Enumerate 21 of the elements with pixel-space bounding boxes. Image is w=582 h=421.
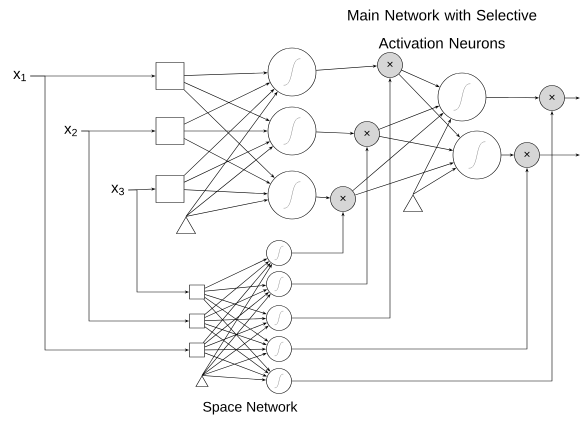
neuron-circle — [438, 72, 486, 122]
neuron-circle — [268, 170, 316, 220]
neuron-circle — [266, 368, 292, 394]
input-label: x$_{1}$ — [13, 70, 26, 82]
neuron-circle — [266, 271, 292, 297]
input-box — [156, 117, 184, 145]
network-label: Space Network — [203, 401, 298, 414]
neuron-circle — [268, 48, 316, 96]
input-box — [189, 314, 205, 328]
input-label: x$_{3}$ — [111, 184, 124, 196]
input-box — [156, 175, 184, 203]
neuron-circle — [266, 305, 292, 331]
neuron-circle — [268, 106, 316, 156]
input-box — [156, 62, 184, 90]
input-box — [189, 284, 205, 300]
neuron-circle — [266, 336, 292, 362]
neuron-circle — [266, 240, 292, 266]
neuron-circle — [452, 130, 502, 180]
input-box — [189, 342, 205, 358]
input-label: x$_{2}$ — [64, 126, 77, 136]
title: Main Network with Selective Activation Neurons — [348, 10, 536, 48]
